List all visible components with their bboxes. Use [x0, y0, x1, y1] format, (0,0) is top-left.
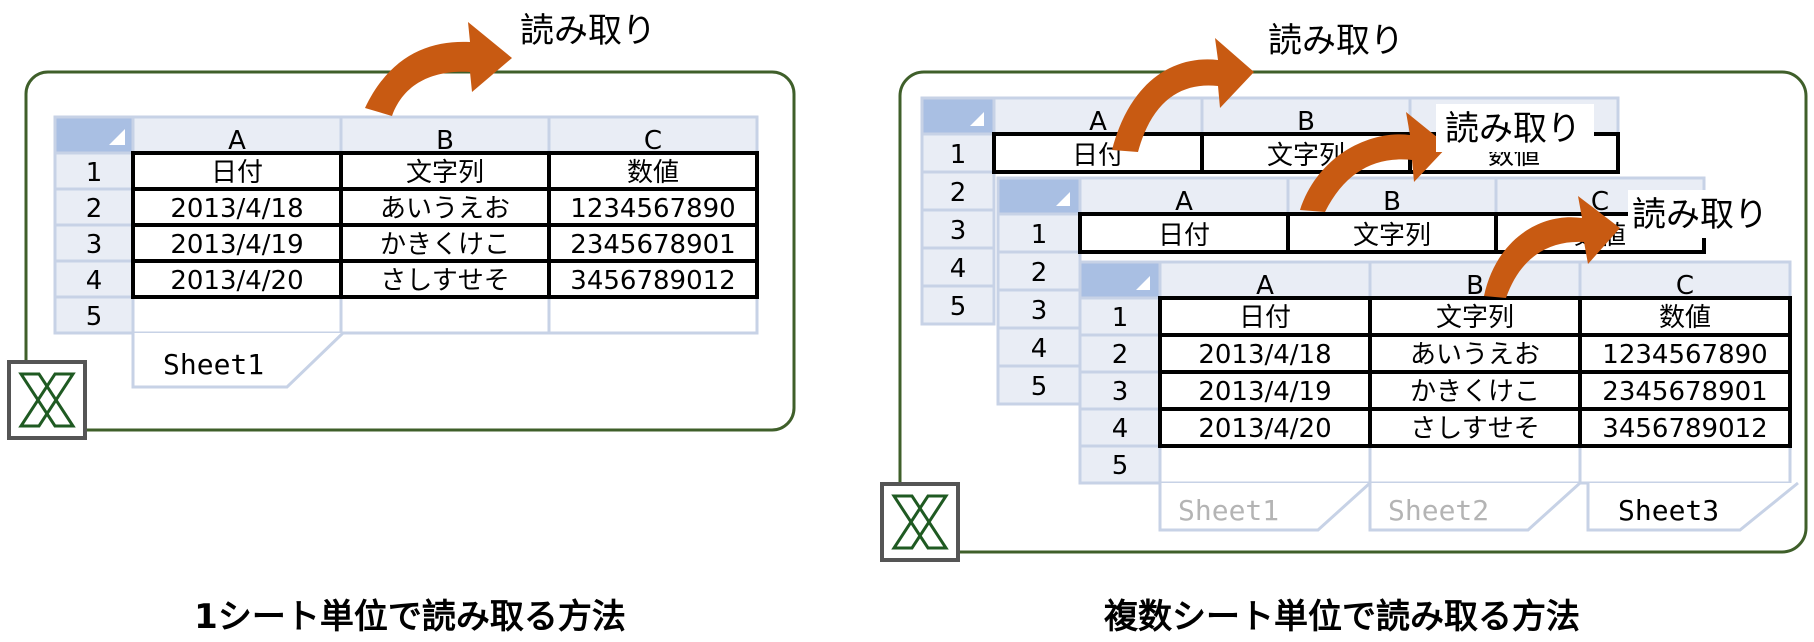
read-arrow-middle-icon	[1300, 112, 1448, 212]
front-row-header-4[interactable]: 4	[1112, 414, 1129, 444]
cell-header-number[interactable]: 数値	[627, 158, 679, 188]
mid-row-header-1[interactable]: 1	[1031, 220, 1048, 250]
front-cell-header-string[interactable]: 文字列	[1436, 303, 1514, 333]
read-label: 読み取り	[520, 11, 656, 51]
read-label-back: 読み取り	[1268, 21, 1404, 61]
read-label-front-bg	[1628, 190, 1786, 238]
front-cell-a3[interactable]: 2013/4/19	[1198, 377, 1331, 407]
back-row-header-4[interactable]: 4	[950, 254, 967, 284]
sheet-tab-sheet2-inactive[interactable]	[1368, 481, 1582, 532]
sheet-tab-sheet1[interactable]	[131, 331, 345, 389]
mid-row-header-3[interactable]: 3	[1031, 296, 1048, 326]
mid-column-header-a[interactable]: A	[1175, 187, 1193, 217]
front-cell-a2[interactable]: 2013/4/18	[1198, 340, 1331, 370]
back-row-header-2[interactable]: 2	[950, 178, 967, 208]
left-caption: 1シート単位で読み取る方法	[194, 597, 626, 637]
front-cell-c3[interactable]: 2345678901	[1602, 377, 1767, 407]
cell-c2[interactable]: 1234567890	[570, 194, 735, 224]
front-row-header-2[interactable]: 2	[1112, 340, 1129, 370]
column-header-b[interactable]: B	[436, 126, 454, 156]
mid-row-header-2[interactable]: 2	[1031, 258, 1048, 288]
cell-header-string[interactable]: 文字列	[406, 158, 484, 188]
mid-cell-string[interactable]: 文字列	[1353, 221, 1431, 251]
front-cell-header-number[interactable]: 数値	[1659, 303, 1711, 333]
back-column-header-b[interactable]: B	[1297, 107, 1315, 137]
cell-c4[interactable]: 3456789012	[570, 266, 735, 296]
row-header-3[interactable]: 3	[86, 230, 103, 260]
cell-b4[interactable]: さしすせそ	[380, 266, 509, 296]
sheet-tab-2-label[interactable]: Sheet2	[1388, 494, 1489, 527]
right-caption: 複数シート単位で読み取る方法	[1104, 597, 1580, 637]
mid-row-header-4[interactable]: 4	[1031, 334, 1048, 364]
front-cell-c4[interactable]: 3456789012	[1602, 414, 1767, 444]
cell-a2[interactable]: 2013/4/18	[170, 194, 303, 224]
front-cell-a4[interactable]: 2013/4/20	[1198, 414, 1331, 444]
front-column-header-b[interactable]: B	[1466, 271, 1484, 301]
read-arrow-icon	[365, 22, 512, 116]
mid-cell-date[interactable]: 日付	[1158, 221, 1210, 251]
back-column-header-a[interactable]: A	[1089, 107, 1107, 137]
front-cell-b3[interactable]: かきくけこ	[1410, 377, 1540, 407]
row-header-2[interactable]: 2	[86, 194, 103, 224]
left-panel: A B C 1 2 3 4 5 日付 文字列	[7, 11, 796, 637]
front-sheet: A B C 1 2 3 4 5 日付 文字列 数値 2013/4/18	[1078, 260, 1799, 532]
column-header-c[interactable]: C	[644, 126, 662, 156]
right-panel: A B 1 2 3 4 5 日付 文字列 数値 A B	[880, 21, 1808, 637]
read-arrow-front-icon	[1484, 196, 1620, 298]
sheet-tab-3-label[interactable]: Sheet3	[1618, 494, 1719, 527]
front-row-header-3[interactable]: 3	[1112, 377, 1129, 407]
sheet-tab-sheet1-inactive[interactable]	[1158, 481, 1372, 532]
front-column-header-a[interactable]: A	[1256, 271, 1274, 301]
cell-header-date[interactable]: 日付	[211, 158, 263, 188]
mid-row-header-5[interactable]: 5	[1031, 372, 1048, 402]
front-cell-b4[interactable]: さしすせそ	[1410, 414, 1539, 444]
cell-a4[interactable]: 2013/4/20	[170, 266, 303, 296]
mid-column-header-b[interactable]: B	[1383, 187, 1401, 217]
front-cell-header-date[interactable]: 日付	[1239, 303, 1291, 333]
front-row-header-1[interactable]: 1	[1112, 303, 1129, 333]
front-cell-b2[interactable]: あいうえお	[1410, 340, 1540, 370]
front-cell-c2[interactable]: 1234567890	[1602, 340, 1767, 370]
read-arrow-back-icon	[1112, 38, 1254, 152]
excel-logo-icon-right	[880, 482, 960, 562]
cell-c3[interactable]: 2345678901	[570, 230, 735, 260]
left-spreadsheet: A B C 1 2 3 4 5 日付 文字列	[53, 115, 759, 389]
column-header-a[interactable]: A	[228, 126, 246, 156]
row-header-4[interactable]: 4	[86, 266, 103, 296]
cell-a3[interactable]: 2013/4/19	[170, 230, 303, 260]
read-label-front: 読み取り	[1632, 195, 1768, 235]
front-column-header-c[interactable]: C	[1676, 271, 1694, 301]
cell-b3[interactable]: かきくけこ	[380, 230, 510, 260]
excel-logo-icon	[7, 360, 87, 440]
read-label-middle-bg	[1436, 104, 1594, 152]
back-row-header-3[interactable]: 3	[950, 216, 967, 246]
sheet-tab-1-label[interactable]: Sheet1	[1178, 494, 1279, 527]
read-label-middle: 読み取り	[1445, 109, 1581, 149]
row-header-5[interactable]: 5	[86, 302, 103, 332]
back-row-header-5[interactable]: 5	[950, 292, 967, 322]
back-row-header-1[interactable]: 1	[950, 140, 967, 170]
front-row-header-5[interactable]: 5	[1112, 451, 1129, 481]
back-sheet: A B 1 2 3 4 5 日付 文字列 数値	[920, 96, 1620, 326]
sheet-tab-sheet3-active[interactable]	[1586, 481, 1799, 532]
row-header-1[interactable]: 1	[86, 158, 103, 188]
cell-b2[interactable]: あいうえお	[380, 194, 510, 224]
sheet-tab-label[interactable]: Sheet1	[163, 348, 264, 381]
